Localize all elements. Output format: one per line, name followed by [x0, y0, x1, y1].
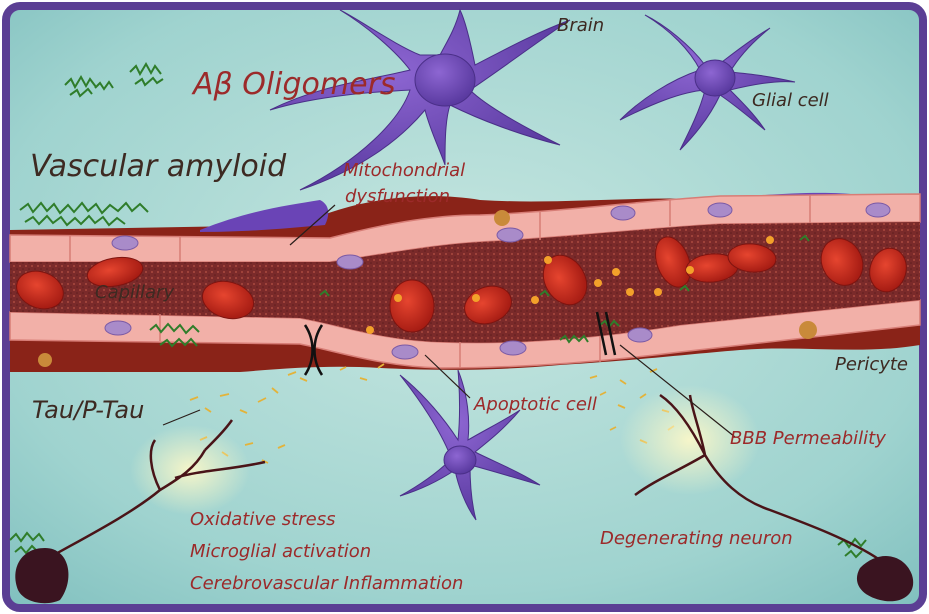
label-oxidative-stress: Oxidative stress	[190, 511, 335, 529]
label-tau: Tau/P-Tau	[32, 398, 144, 422]
label-glial-cell: Glial cell	[752, 92, 829, 110]
label-brain: Brain	[557, 17, 604, 35]
label-vascular-amyloid: Vascular amyloid	[30, 152, 286, 182]
label-dysfunction: dysfunction	[345, 188, 450, 206]
label-capillary: Capillary	[95, 284, 174, 302]
label-degenerating-neuron: Degenerating neuron	[600, 530, 793, 548]
label-pericyte: Pericyte	[835, 356, 908, 374]
label-mitochondrial: Mitochondrial	[343, 162, 465, 180]
label-microglial-activation: Microglial activation	[190, 543, 371, 561]
label-bbb-permeability: BBB Permeability	[730, 430, 886, 448]
label-cerebrovascular-inflammation: Cerebrovascular Inflammation	[190, 575, 463, 593]
label-ab-oligomers: Aβ Oligomers	[193, 70, 396, 100]
label-apoptotic-cell: Apoptotic cell	[474, 396, 597, 414]
